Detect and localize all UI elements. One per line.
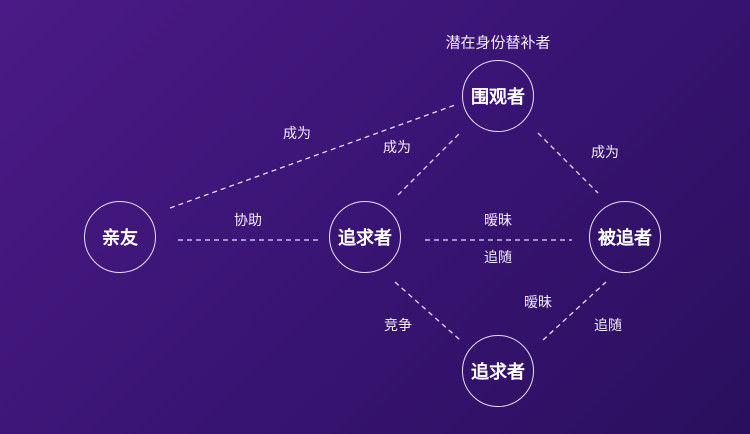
edge-pursuer-onlooker: [397, 132, 461, 196]
edge-relatives-onlooker: [169, 104, 456, 209]
edge-label: 竞争: [384, 318, 412, 334]
edge-label: 成为: [383, 140, 411, 156]
node-pursuer: 追求者: [329, 201, 401, 273]
node-relatives: 亲友: [84, 201, 156, 273]
edge-label: 暧昧: [484, 213, 512, 229]
edge-pursuer-pursuer2: [394, 281, 461, 341]
edge-label: 成为: [283, 126, 311, 142]
edge-label: 成为: [591, 145, 619, 161]
node-pursuer-2: 追求者: [462, 335, 534, 407]
node-onlooker: 围观者: [462, 60, 534, 132]
node-pursued: 被追者: [589, 201, 661, 273]
edge-label: 追随: [594, 318, 622, 334]
edge-label: 协助: [234, 213, 262, 229]
edge-onlooker-pursued: [537, 132, 599, 194]
edge-label: 追随: [484, 250, 512, 266]
caption-label: 潜在身份替补者: [445, 33, 551, 52]
edge-label: 暧昧: [524, 295, 552, 311]
